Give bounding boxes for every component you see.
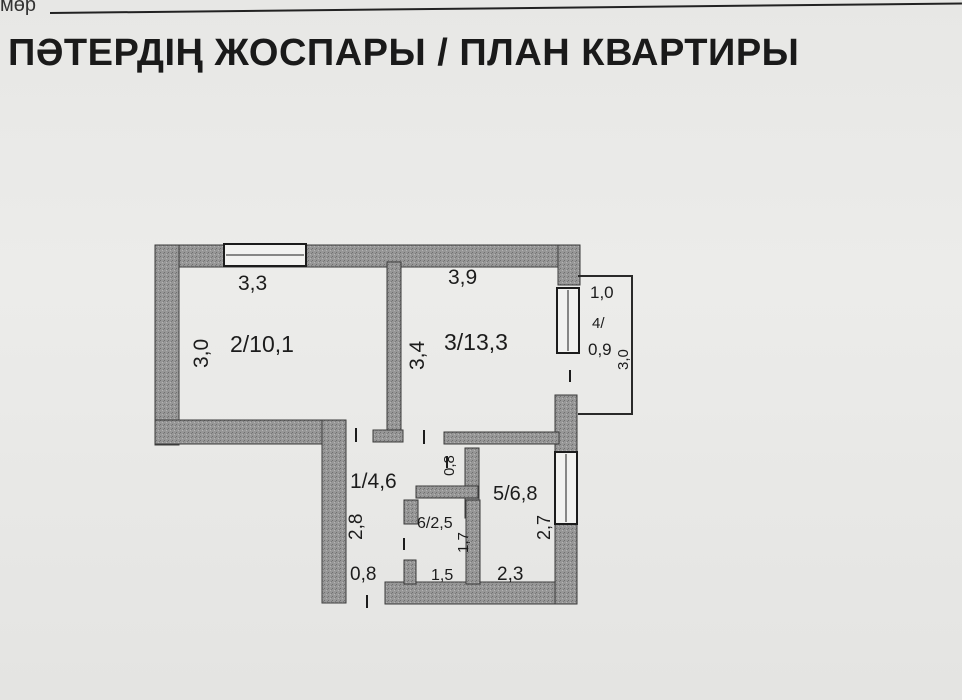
label-room2-width: 3,3 bbox=[238, 272, 267, 295]
interior-walls bbox=[372, 261, 560, 585]
wall-room2-room3 bbox=[386, 261, 402, 443]
wall-left bbox=[154, 244, 180, 446]
label-room5-area: 5/6,8 bbox=[493, 483, 537, 505]
wall-bottom bbox=[384, 581, 578, 605]
label-room4-height: 3,0 bbox=[615, 349, 632, 370]
wall-top bbox=[154, 244, 581, 268]
top-field-label: мөр bbox=[0, 0, 36, 16]
balcony bbox=[578, 275, 633, 415]
wall-right-upper bbox=[557, 244, 581, 286]
wall-room2-bottom bbox=[154, 419, 346, 445]
wall-room3-room5 bbox=[443, 431, 560, 445]
label-room1-height: 2,8 bbox=[346, 514, 367, 540]
plan-labels: 3,3 3,0 2/10,1 3,9 3,4 3/13,3 1,0 4/ 0,9… bbox=[190, 266, 632, 585]
label-room6-area: 6/2,5 bbox=[417, 515, 453, 532]
door-markers bbox=[355, 370, 571, 608]
wall-corridor-left bbox=[321, 419, 347, 604]
label-room1-area: 1/4,6 bbox=[350, 470, 397, 493]
label-room3-height: 3,4 bbox=[406, 340, 429, 370]
label-room3-area: 3/13,3 bbox=[444, 329, 508, 355]
wall-room6-right bbox=[465, 499, 481, 585]
balcony-outline bbox=[578, 275, 633, 415]
page-title: ПӘТЕРДІҢ ЖОСПАРЫ / ПЛАН КВАРТИРЫ bbox=[8, 32, 800, 74]
label-room6-top-width: 0,8 bbox=[441, 455, 458, 476]
label-room4-width: 1,0 bbox=[590, 283, 614, 302]
label-room4-id: 4/ bbox=[592, 315, 605, 332]
label-room2-area: 2/10,1 bbox=[230, 331, 294, 357]
label-room1-bottom: 0,8 bbox=[350, 564, 376, 585]
wall-room6-bottom-stub bbox=[403, 559, 417, 585]
wall-room6-top bbox=[415, 485, 479, 499]
label-room4-area: 0,9 bbox=[588, 340, 612, 359]
label-room5-bottom: 2,3 bbox=[497, 564, 523, 585]
label-room2-height: 3,0 bbox=[190, 339, 213, 368]
label-room6-height: 1,7 bbox=[455, 532, 472, 553]
label-room5-height: 2,7 bbox=[534, 515, 554, 540]
wall-room6-left bbox=[403, 499, 419, 525]
label-room3-width: 3,9 bbox=[448, 266, 477, 289]
label-room6-bottom: 1,5 bbox=[431, 567, 453, 584]
wall-stub-corridor bbox=[372, 429, 404, 443]
outer-walls bbox=[154, 244, 581, 605]
windows bbox=[223, 243, 580, 525]
